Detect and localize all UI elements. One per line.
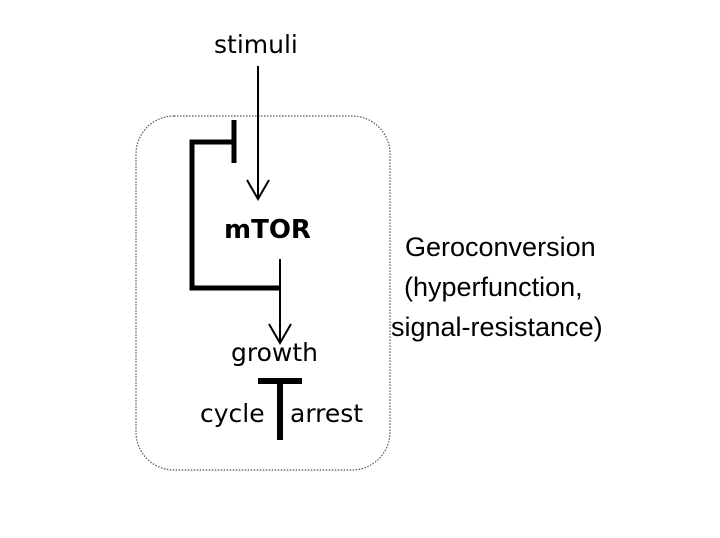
side-label-line3: signal-resistance)	[391, 312, 603, 342]
geroconversion-box	[135, 115, 391, 471]
node-stimuli: stimuli	[214, 30, 298, 59]
side-label-line1: Geroconversion	[405, 232, 596, 262]
growth-arrowhead-icon	[268, 323, 292, 345]
side-label-line2: (hyperfunction,	[404, 272, 583, 302]
node-cycle: cycle	[200, 399, 265, 428]
feedback-loop-line	[189, 139, 280, 291]
node-arrest: arrest	[290, 399, 364, 428]
stimuli-arrowhead-icon	[246, 179, 270, 201]
node-growth: growth	[231, 338, 318, 367]
node-mtor: mTOR	[224, 215, 311, 245]
